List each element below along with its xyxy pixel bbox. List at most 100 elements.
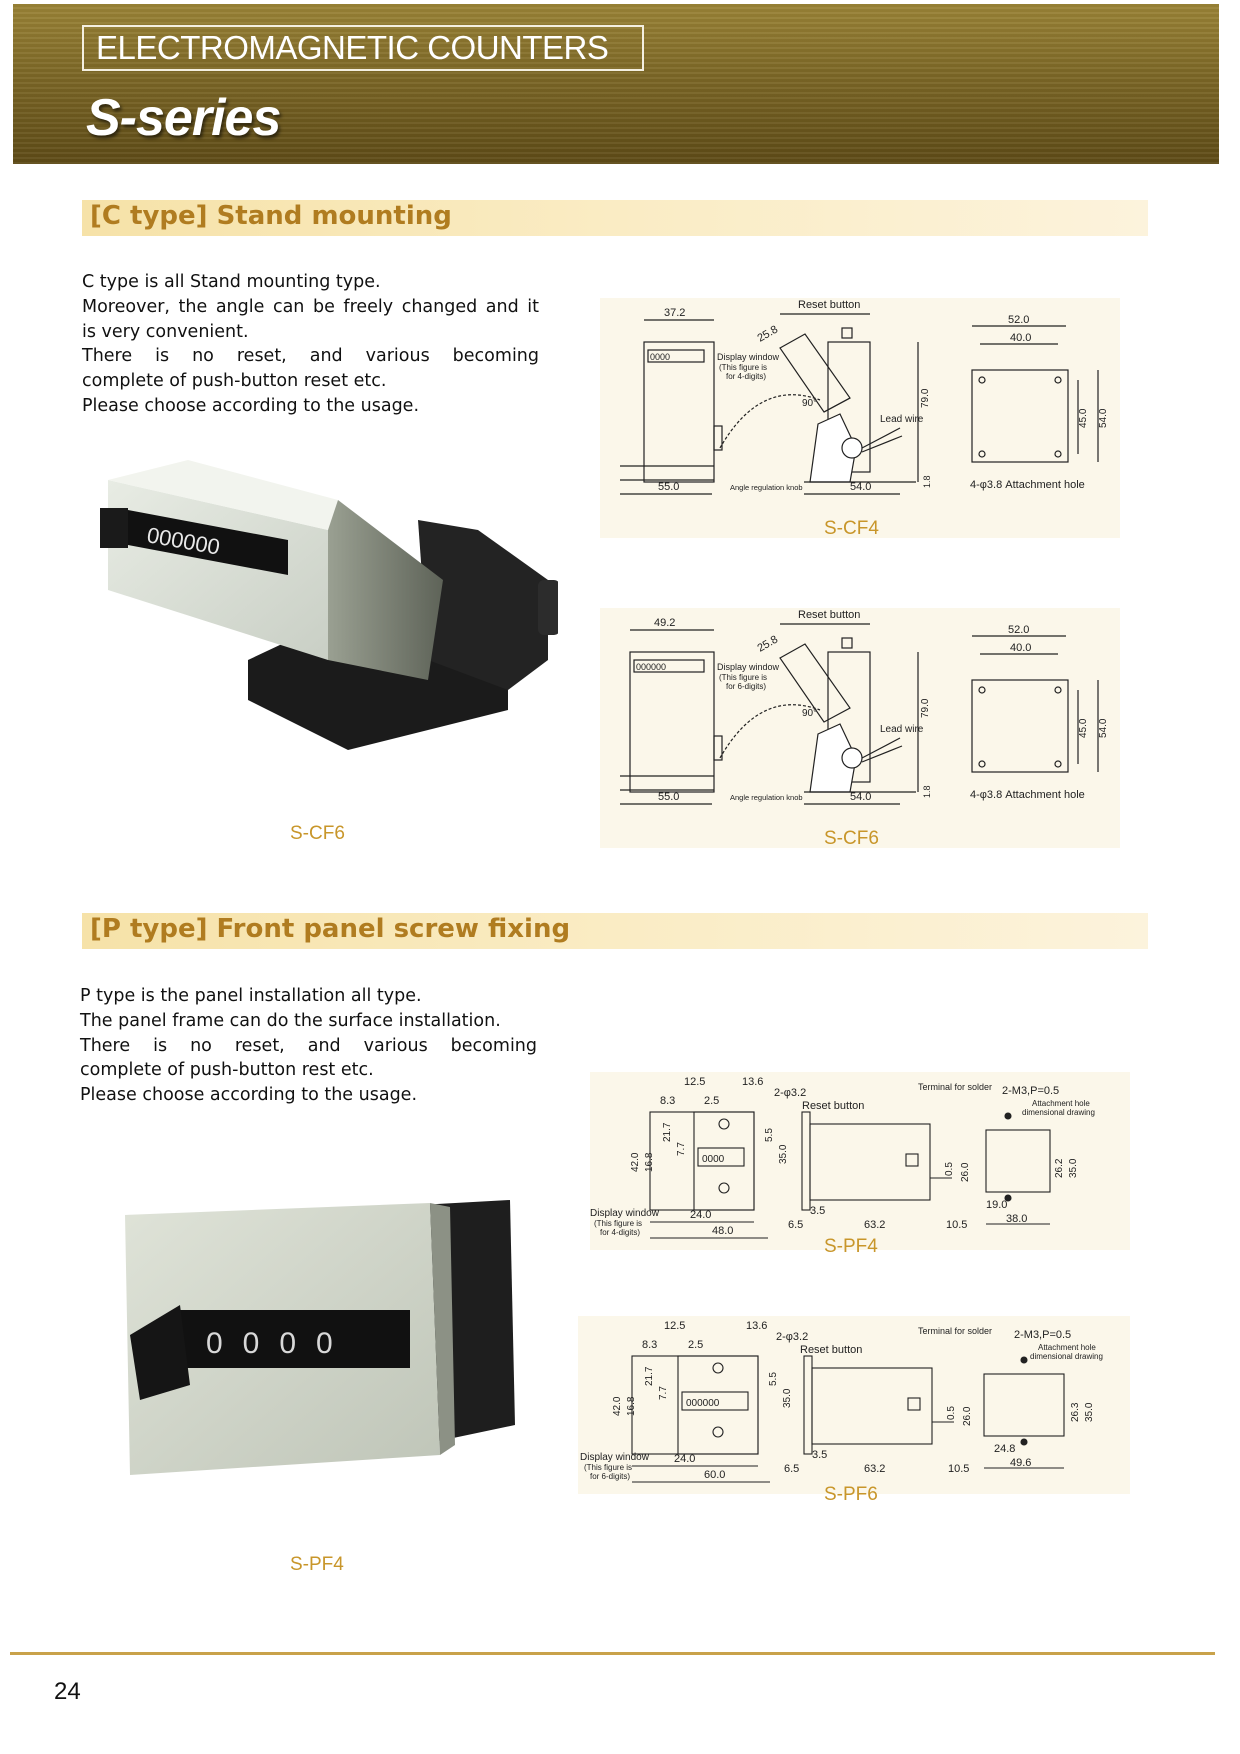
svg-text:2.5: 2.5: [704, 1095, 719, 1107]
svg-text:49.2: 49.2: [654, 617, 675, 629]
drawing-s-cf4: 37.2 0000 55.0 Display window (This figu…: [600, 298, 1120, 538]
svg-text:000000: 000000: [636, 662, 666, 672]
para-line: C type is all Stand mounting type.: [82, 272, 381, 292]
svg-text:35.0: 35.0: [782, 1388, 793, 1408]
svg-text:(This figure is: (This figure is: [594, 1219, 642, 1228]
svg-text:21.7: 21.7: [662, 1122, 673, 1142]
svg-text:1.8: 1.8: [922, 475, 932, 488]
svg-text:26.0: 26.0: [960, 1162, 971, 1182]
section-p-paragraph: P type is the panel installation all typ…: [80, 984, 537, 1108]
svg-text:for 4-digits): for 4-digits): [600, 1228, 640, 1237]
svg-text:48.0: 48.0: [712, 1225, 733, 1237]
svg-text:54.0: 54.0: [1098, 408, 1109, 428]
drawing-s-cf6: 49.2 000000 55.0 Display window (This fi…: [600, 608, 1120, 848]
svg-text:Angle regulation knob: Angle regulation knob: [730, 483, 803, 492]
photo-caption-s-cf6: S-CF6: [290, 823, 345, 844]
svg-text:Terminal for solder: Terminal for solder: [918, 1326, 992, 1336]
svg-text:60.0: 60.0: [704, 1469, 725, 1481]
svg-text:13.6: 13.6: [742, 1076, 763, 1088]
svg-text:45.0: 45.0: [1078, 718, 1089, 738]
photo-digits: 0000: [206, 1327, 353, 1360]
svg-text:dimensional drawing: dimensional drawing: [1022, 1108, 1095, 1117]
svg-text:24.8: 24.8: [994, 1443, 1015, 1455]
svg-text:90°: 90°: [802, 708, 817, 719]
svg-text:(This figure is: (This figure is: [719, 673, 767, 682]
svg-text:0.5: 0.5: [946, 1406, 957, 1420]
svg-text:52.0: 52.0: [1008, 314, 1029, 326]
svg-text:Reset button: Reset button: [802, 1100, 864, 1112]
para-line: The panel frame can do the surface insta…: [80, 1010, 501, 1031]
svg-text:63.2: 63.2: [864, 1219, 885, 1231]
svg-text:Attachment hole: Attachment hole: [1032, 1099, 1090, 1108]
photo-caption-s-pf4: S-PF4: [290, 1554, 344, 1575]
drawing-caption-s-cf6: S-CF6: [824, 828, 879, 849]
svg-text:37.2: 37.2: [664, 307, 685, 319]
svg-text:79.0: 79.0: [920, 698, 931, 718]
svg-text:24.0: 24.0: [690, 1209, 711, 1221]
para-line: There is no reset, and various becoming: [82, 346, 539, 367]
svg-text:38.0: 38.0: [1006, 1213, 1027, 1225]
svg-text:35.0: 35.0: [778, 1144, 789, 1164]
svg-text:8.3: 8.3: [660, 1095, 675, 1107]
svg-text:54.0: 54.0: [850, 481, 871, 493]
drawing-s-pf6: 12.5 13.6 8.3 2.5 2-φ3.2 000000 42.0 16.…: [578, 1316, 1130, 1494]
svg-text:3.5: 3.5: [812, 1449, 827, 1461]
svg-text:for 6-digits): for 6-digits): [726, 682, 766, 691]
svg-text:2-M3,P=0.5: 2-M3,P=0.5: [1014, 1329, 1071, 1341]
svg-text:90°: 90°: [802, 398, 817, 409]
svg-text:12.5: 12.5: [664, 1320, 685, 1332]
page-number: 24: [54, 1678, 81, 1705]
svg-text:21.7: 21.7: [644, 1366, 655, 1386]
svg-text:16.8: 16.8: [626, 1396, 637, 1416]
svg-text:10.5: 10.5: [946, 1219, 967, 1231]
section-heading-p-text: [P type] Front panel screw fixing: [90, 914, 571, 944]
para-line: P type is the panel installation all typ…: [80, 986, 422, 1006]
svg-text:4-φ3.8 Attachment hole: 4-φ3.8 Attachment hole: [970, 479, 1085, 491]
svg-text:2-φ3.2: 2-φ3.2: [774, 1087, 806, 1099]
drawing-caption-s-pf6: S-PF6: [824, 1484, 878, 1505]
svg-text:19.0: 19.0: [986, 1199, 1007, 1211]
svg-text:3.5: 3.5: [810, 1205, 825, 1217]
reset-lever: [130, 1305, 190, 1400]
section-c-paragraph: C type is all Stand mounting type. Moreo…: [82, 270, 539, 419]
section-heading-c-text: [C type] Stand mounting: [90, 201, 452, 231]
svg-text:52.0: 52.0: [1008, 624, 1029, 636]
svg-text:16.8: 16.8: [644, 1152, 655, 1172]
photo-s-cf6: 000000: [100, 460, 558, 750]
svg-text:5.5: 5.5: [764, 1128, 775, 1142]
svg-text:5.5: 5.5: [768, 1372, 779, 1386]
svg-text:42.0: 42.0: [612, 1396, 623, 1416]
section-heading-c: [C type] Stand mounting: [82, 200, 1148, 236]
svg-text:55.0: 55.0: [658, 481, 679, 493]
svg-text:35.0: 35.0: [1084, 1402, 1095, 1422]
header-title: ELECTROMAGNETIC COUNTERS: [82, 25, 644, 71]
svg-text:4-φ3.8 Attachment hole: 4-φ3.8 Attachment hole: [970, 789, 1085, 801]
section-heading-p: [P type] Front panel screw fixing: [82, 913, 1148, 949]
svg-text:1.8: 1.8: [922, 785, 932, 798]
svg-text:24.0: 24.0: [674, 1453, 695, 1465]
reset-lever: [100, 508, 128, 548]
svg-text:0.5: 0.5: [944, 1162, 955, 1176]
svg-text:79.0: 79.0: [920, 388, 931, 408]
svg-text:0000: 0000: [650, 352, 670, 362]
series-title: S-series: [86, 89, 281, 147]
svg-text:for 4-digits): for 4-digits): [726, 372, 766, 381]
svg-text:Reset button: Reset button: [798, 609, 860, 621]
svg-text:000000: 000000: [686, 1398, 720, 1409]
svg-text:40.0: 40.0: [1010, 332, 1031, 344]
svg-text:2-M3,P=0.5: 2-M3,P=0.5: [1002, 1085, 1059, 1097]
svg-text:26.2: 26.2: [1054, 1158, 1065, 1178]
svg-text:35.0: 35.0: [1068, 1158, 1079, 1178]
svg-text:26.3: 26.3: [1070, 1402, 1081, 1422]
svg-text:45.0: 45.0: [1078, 408, 1089, 428]
drawing-caption-s-pf4: S-PF4: [824, 1236, 878, 1257]
svg-text:6.5: 6.5: [784, 1463, 799, 1475]
svg-text:Display window: Display window: [717, 662, 780, 672]
svg-text:7.7: 7.7: [658, 1386, 669, 1400]
svg-text:for 6-digits): for 6-digits): [590, 1472, 630, 1481]
svg-text:Display window: Display window: [717, 352, 780, 362]
footer-rule: [10, 1652, 1215, 1655]
svg-text:54.0: 54.0: [1098, 718, 1109, 738]
svg-text:0000: 0000: [702, 1154, 725, 1165]
svg-text:Reset button: Reset button: [800, 1344, 862, 1356]
